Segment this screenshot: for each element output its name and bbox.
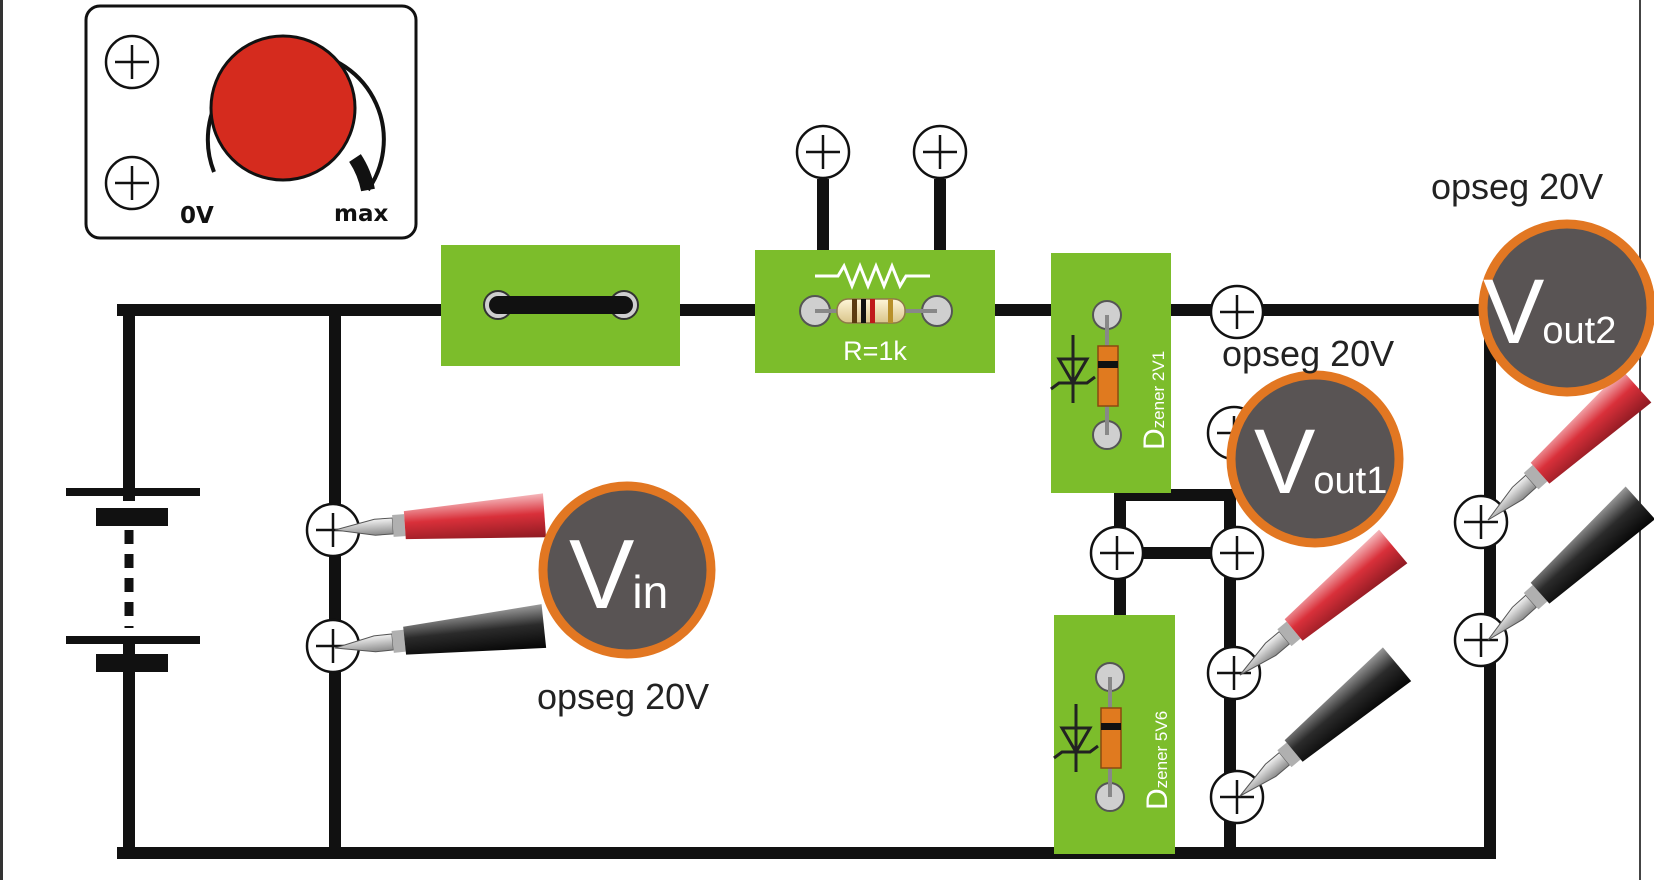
voltmeter-vout1: Vout1 xyxy=(1226,370,1404,548)
probe-vout1-black[interactable] xyxy=(1226,647,1412,812)
vin-letter: Vin xyxy=(569,519,668,629)
resistor-test-pin-left[interactable] xyxy=(795,124,851,180)
probe-vin-red[interactable] xyxy=(333,493,547,552)
vout2-pin-negative[interactable] xyxy=(1453,612,1509,668)
resistor-module: R=1k xyxy=(755,250,995,373)
zener-5v6-label: Dzener 5V6 xyxy=(1141,711,1174,810)
probe-vout2-black[interactable] xyxy=(1473,486,1654,656)
vout2-letter: Vout2 xyxy=(1483,261,1616,363)
battery xyxy=(66,488,200,672)
vout2-pin-positive[interactable] xyxy=(1453,494,1509,550)
node-pin-top[interactable] xyxy=(1209,284,1265,340)
vout1-letter: Vout1 xyxy=(1254,411,1387,513)
voltage-knob[interactable] xyxy=(209,34,357,182)
resistor-test-pin-right[interactable] xyxy=(912,124,968,180)
power-supply-panel: 0V max xyxy=(84,4,418,240)
resistor-symbol xyxy=(815,261,930,291)
voltmeter-vin: Vin xyxy=(538,481,716,659)
zener-2v1-label: Dzener 2V1 xyxy=(1138,351,1171,450)
resistor-label: R=1k xyxy=(843,336,907,366)
knob-scale-max-band xyxy=(349,154,375,192)
zener-5v6-module: Dzener 5V6 xyxy=(1052,615,1175,854)
supply-terminal-top[interactable] xyxy=(104,34,160,90)
zener-2v1-body xyxy=(1097,345,1119,407)
wire-bridge-module xyxy=(441,245,680,366)
node-pin-middle[interactable] xyxy=(1089,525,1145,581)
knob-min-label: 0V xyxy=(180,203,214,229)
probe-vin-black[interactable] xyxy=(333,604,547,670)
vout1-pin-lower[interactable] xyxy=(1209,525,1265,581)
vout1-range-label: opseg 20V xyxy=(1222,333,1394,374)
supply-terminal-bottom[interactable] xyxy=(104,155,160,211)
zener-2v1-module: Dzener 2V1 xyxy=(1049,253,1171,493)
probe-vout1-red[interactable] xyxy=(1226,529,1408,692)
voltmeter-vout2: Vout2 xyxy=(1478,219,1654,397)
vout2-range-label: opseg 20V xyxy=(1431,166,1603,207)
knob-max-label: max xyxy=(334,201,388,227)
probe-vout2-red[interactable] xyxy=(1473,369,1652,537)
vin-range-label: opseg 20V xyxy=(537,676,709,717)
vout1-probe-pin-red[interactable] xyxy=(1206,645,1262,701)
zener-5v6-body xyxy=(1100,707,1122,769)
